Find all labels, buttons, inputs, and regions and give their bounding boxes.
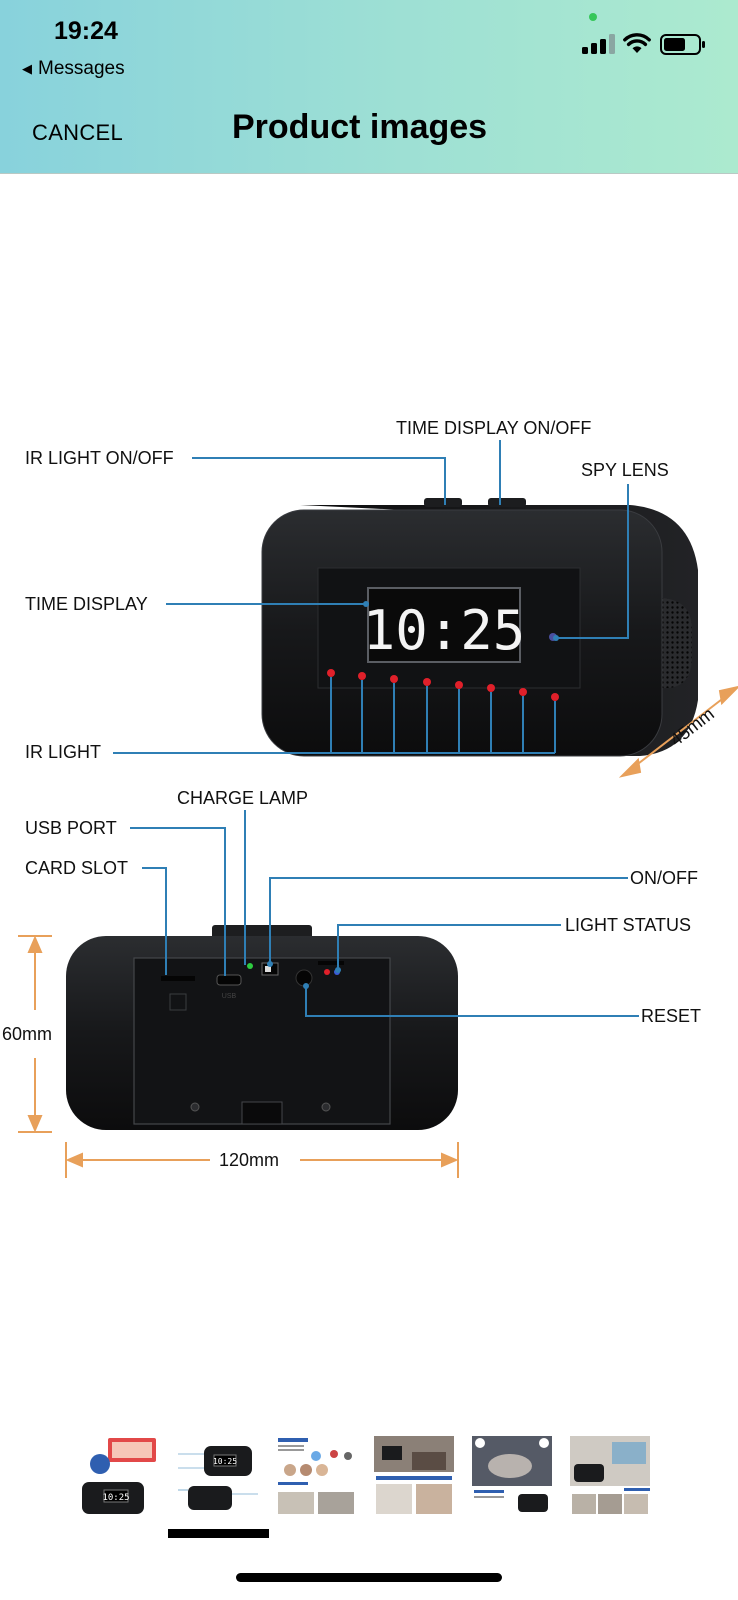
clock-reading: 10:25 [363, 599, 526, 662]
thumbnail-1[interactable]: 10:25 [78, 1434, 162, 1518]
thumbnail-2[interactable]: 10:25 [176, 1434, 260, 1518]
back-to-messages-link[interactable]: ◀ Messages [22, 58, 125, 80]
time-display-on-off-label: TIME DISPLAY ON/OFF [396, 418, 591, 438]
time-display-label: TIME DISPLAY [25, 594, 148, 614]
thumbnail-6[interactable] [568, 1434, 652, 1518]
reset-label: RESET [641, 1006, 701, 1026]
page-title: Product images [232, 108, 488, 146]
battery-icon [660, 34, 705, 55]
charge-lamp-label: CHARGE LAMP [177, 788, 308, 808]
svg-text:USB: USB [222, 993, 237, 1000]
wifi-icon [623, 33, 651, 53]
width-label: 120mm [219, 1150, 279, 1170]
spy-lens-label: SPY LENS [581, 460, 669, 480]
privacy-indicator-dot [589, 13, 597, 21]
thumbnail-5[interactable] [470, 1434, 554, 1518]
back-link-label: Messages [38, 58, 125, 79]
height-label: 60mm [2, 1024, 52, 1044]
product-image[interactable]: 10:25 [0, 175, 738, 1415]
cancel-button[interactable]: CANCEL [32, 120, 124, 145]
signal-icon [582, 34, 615, 54]
back-arrow-icon: ◀ [22, 61, 32, 76]
usb-port-label: USB PORT [25, 818, 117, 838]
back-view-diagram: USB [2, 788, 701, 1178]
home-indicator[interactable] [236, 1573, 502, 1582]
ir-light-label: IR LIGHT [25, 742, 101, 762]
front-view-diagram: 10:25 [25, 418, 738, 778]
ir-light-on-off-label: IR LIGHT ON/OFF [25, 448, 174, 468]
selected-thumbnail-indicator [168, 1529, 269, 1538]
header: 19:24 ◀ Messages CANCEL Product images [0, 0, 738, 174]
thumbnail-strip: 10:25 10:25 [78, 1434, 678, 1520]
thumbnail-4[interactable] [372, 1434, 456, 1518]
svg-text:10:25: 10:25 [102, 1493, 129, 1503]
thumbnail-3[interactable] [274, 1434, 358, 1518]
on-off-label: ON/OFF [630, 868, 698, 888]
light-status-label: LIGHT STATUS [565, 915, 691, 935]
card-slot-label: CARD SLOT [25, 858, 128, 878]
svg-text:10:25: 10:25 [213, 1457, 237, 1466]
status-time: 19:24 [54, 17, 118, 45]
